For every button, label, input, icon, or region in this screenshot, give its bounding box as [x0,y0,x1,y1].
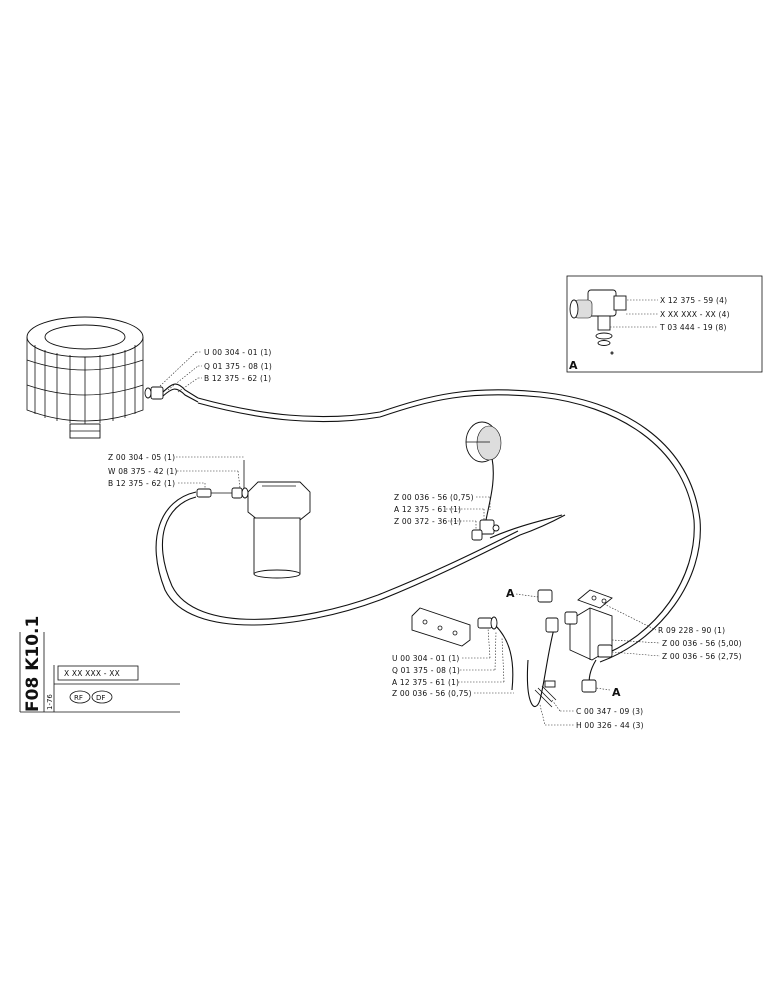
inset-part-3: T 03 444 - 19 (8) [659,323,727,332]
drawing-date-code: 1-76 [46,694,54,710]
view-mark-a-lower: A [612,686,621,699]
callouts-right-group: R 09 228 - 90 (1) Z 00 036 - 56 (5,00) Z… [658,626,742,661]
pressure-gauge [465,421,502,463]
inset-part-2: X XX XXX - XX (4) [660,310,730,319]
callouts-gauge-group: Z 00 036 - 56 (0,75) A 12 375 - 61 (1) Z… [394,493,474,526]
hydraulic-tank [196,460,311,579]
filter-hose-fitting [144,383,199,403]
badge-df: DF [91,690,113,704]
callout-left-3: B 12 375 - 62 (1) [108,479,175,488]
drawing-ref-code: F08 K10.1 [23,616,43,712]
callout-top-1: U 00 304 - 01 (1) [204,348,272,357]
callout-gauge-2: A 12 375 - 61 (1) [394,505,461,514]
callout-bottom-1: U 00 304 - 01 (1) [392,654,460,663]
inset-label: A [569,359,578,372]
gauge-tee-fitting [471,519,500,541]
callouts-bolt-group: C 00 347 - 09 (3) H 00 326 - 44 (3) [576,707,644,730]
badge-rf-text: RF [74,694,83,702]
callout-left-2: W 08 375 - 42 (1) [108,467,177,476]
callout-left-1: Z 00 304 - 05 (1) [108,453,175,462]
hoses [155,389,701,707]
callouts-bottom-group: U 00 304 - 01 (1) Q 01 375 - 08 (1) A 12… [392,654,472,698]
view-marks: A A [506,587,621,699]
callout-top-3: B 12 375 - 62 (1) [204,374,271,383]
callout-bottom-2: Q 01 375 - 08 (1) [392,666,460,675]
callout-right-2: Z 00 036 - 56 (5,00) [662,639,742,648]
callout-gauge-3: Z 00 372 - 36 (1) [394,517,461,526]
leader-lines [159,351,661,726]
callouts-top-group: U 00 304 - 01 (1) Q 01 375 - 08 (1) B 12… [204,348,272,383]
filter-fins [26,345,144,424]
badge-rf: RF [69,690,91,704]
badge-df-text: DF [96,694,105,702]
inset-detail-a: X 12 375 - 59 (4) X XX XXX - XX (4) T 03… [566,275,763,373]
callout-bottom-4: Z 00 036 - 56 (0,75) [392,689,472,698]
inset-part-1: X 12 375 - 59 (4) [660,296,727,305]
part-number: X XX XXX - XX [64,669,120,678]
callout-bolt-2: H 00 326 - 44 (3) [576,721,644,730]
inset-valve-fitting [569,289,627,355]
elbow-fitting-upper [537,589,559,633]
callout-right-3: Z 00 036 - 56 (2,75) [662,652,742,661]
callout-bolt-1: C 00 347 - 09 (3) [576,707,643,716]
manifold-block-right [564,589,613,693]
inset-frame [566,275,763,373]
callout-gauge-1: Z 00 036 - 56 (0,75) [394,493,474,502]
mounting-bolt [534,680,557,708]
manifold-block-left [411,607,498,647]
filter-housing [26,316,144,439]
callouts-left-group: Z 00 304 - 05 (1) W 08 375 - 42 (1) B 12… [108,453,177,488]
callout-top-2: Q 01 375 - 08 (1) [204,362,272,371]
view-mark-a-upper: A [506,587,515,600]
title-block: F08 K10.1 1-76 X XX XXX - XX RF DF [19,616,180,713]
callout-bottom-3: A 12 375 - 61 (1) [392,678,459,687]
part-number-box [57,665,139,681]
callout-right-1: R 09 228 - 90 (1) [658,626,725,635]
